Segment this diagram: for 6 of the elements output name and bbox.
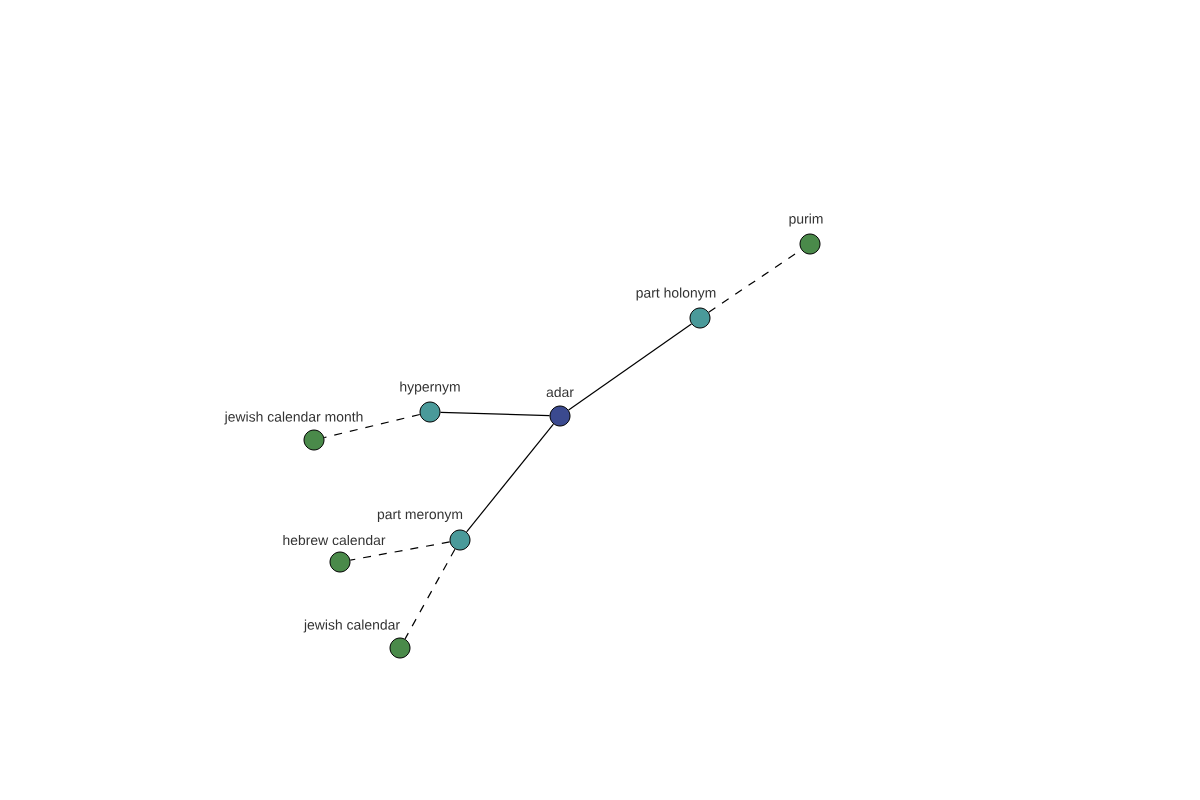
connector-line bbox=[323, 413, 421, 439]
connector-line bbox=[349, 541, 451, 561]
connector-line bbox=[404, 548, 456, 640]
connector-line bbox=[568, 323, 692, 411]
connector-line bbox=[466, 423, 554, 533]
connector-line bbox=[439, 411, 551, 417]
